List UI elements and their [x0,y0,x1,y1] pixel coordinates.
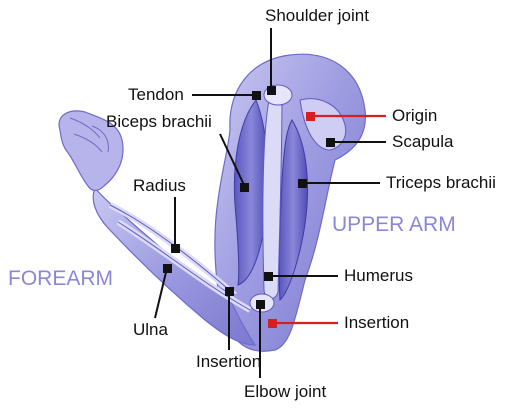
label-origin: Origin [392,106,437,126]
label-upper-arm: UPPER ARM [332,213,456,237]
marker-shoulder-joint [267,86,276,95]
marker-origin [306,112,315,121]
marker-insertion-forearm [225,287,234,296]
label-biceps-brachii: Biceps brachii [106,112,212,132]
label-scapula: Scapula [392,132,453,152]
label-radius: Radius [133,176,186,196]
marker-ulna [163,264,172,273]
humerus-bone [263,95,282,299]
marker-triceps-brachii [298,179,307,188]
arm-illustration [59,54,365,351]
label-shoulder-joint: Shoulder joint [265,6,369,26]
marker-scapula [326,138,335,147]
label-insertion-forearm: Insertion [196,352,261,372]
label-elbow-joint: Elbow joint [244,382,326,402]
marker-radius [171,244,180,253]
label-humerus: Humerus [344,266,413,286]
marker-humerus [264,272,273,281]
marker-tendon [252,91,261,100]
marker-elbow-joint [256,300,265,309]
label-tendon: Tendon [128,85,184,105]
label-insertion-elbow: Insertion [344,313,409,333]
label-triceps-brachii: Triceps brachii [386,173,496,193]
label-ulna: Ulna [133,320,168,340]
marker-biceps-brachii [240,183,249,192]
marker-insertion-elbow [268,319,277,328]
label-forearm: FOREARM [8,267,113,291]
